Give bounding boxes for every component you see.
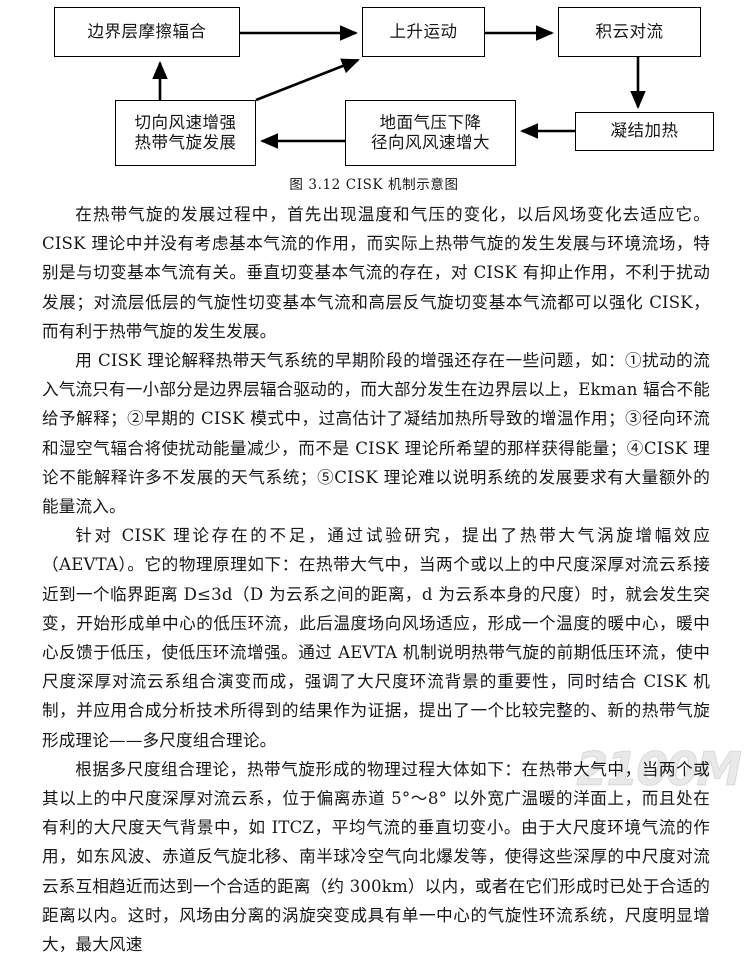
paragraph: 针对 CISK 理论存在的不足，通过试验研究，提出了热带大气涡旋增幅效应（AEV… — [42, 526, 710, 750]
figure-caption: 图 3.12 CISK 机制示意图 — [289, 177, 459, 193]
flow-node-boundary-layer-friction-convergence: 边界层摩擦辐合 — [54, 7, 240, 57]
flow-node-surface-pressure-drop: 地面气压下降 径向风风速增大 — [345, 100, 516, 166]
document-body: 在热带气旋的发展过程中，首先出现温度和气压的变化，以后风场变化去适应它。CISK… — [42, 200, 710, 959]
flow-node-line: 边界层摩擦辐合 — [87, 21, 207, 41]
paragraph: 用 CISK 理论解释热带天气系统的早期阶段的增强还存在一些问题，如：①扰动的流… — [42, 351, 710, 517]
flow-node-line: 地面气压下降 — [379, 112, 482, 132]
figure-cisk-mechanism: 边界层摩擦辐合 上升运动 积云对流 切向风速增强 热带气旋发展 地面气压下降 径… — [0, 0, 748, 198]
flow-node-cumulus-convection: 积云对流 — [558, 7, 701, 57]
paragraph: 根据多尺度组合理论，热带气旋形成的物理过程大体如下：在热带大气中，当两个或其以上… — [42, 759, 710, 955]
paragraph: 在热带气旋的发展过程中，首先出现温度和气压的变化，以后风场变化去适应它。CISK… — [42, 205, 710, 341]
flow-node-line: 积云对流 — [595, 21, 664, 41]
flow-arrows — [152, 25, 646, 149]
flow-node-ascending-motion: 上升运动 — [362, 7, 485, 57]
flow-node-condensation-heating: 凝结加热 — [575, 112, 714, 151]
flow-node-line: 上升运动 — [389, 21, 458, 41]
flow-node-line: 凝结加热 — [610, 121, 679, 141]
flow-node-tangential-wind-increase: 切向风速增强 热带气旋发展 — [115, 100, 256, 166]
edge-tang-to-up-diagonal — [255, 58, 360, 102]
flow-node-line: 切向风速增强 — [134, 112, 237, 132]
flow-node-line: 径向风风速增大 — [371, 133, 490, 152]
flow-node-line: 热带气旋发展 — [134, 133, 237, 152]
